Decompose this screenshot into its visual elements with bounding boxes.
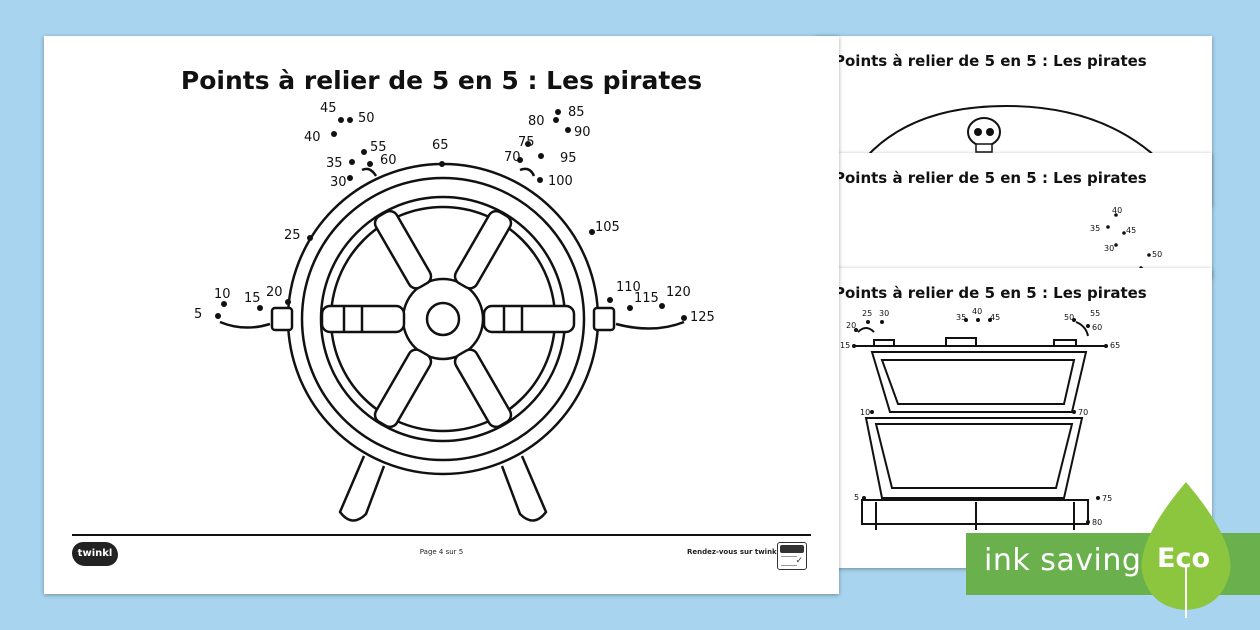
dot-number: 10 (860, 408, 870, 417)
dot-number: 75 (518, 135, 535, 150)
preview-page-title: Points à relier de 5 en 5 : Les pirates (834, 52, 1147, 70)
dot-number: 115 (634, 291, 659, 306)
dot-number: 40 (972, 307, 982, 316)
dot-number: 25 (862, 309, 872, 318)
footer-divider (72, 534, 811, 536)
preview-page-chest: Points à relier de 5 en 5 : Les pirates (816, 268, 1212, 568)
dot-number: 65 (1110, 341, 1120, 350)
dot (1147, 253, 1151, 257)
dot-number: 90 (574, 125, 591, 140)
dot-number: 65 (432, 138, 449, 153)
preview-page-title: Points à relier de 5 en 5 : Les pirates (834, 284, 1147, 302)
dot-number: 95 (560, 151, 577, 166)
dot-number: 5 (194, 307, 202, 322)
dot-number: 40 (1112, 206, 1122, 215)
dot-number: 105 (595, 220, 620, 235)
website-link[interactable]: Rendez-vous sur twinkl.fr (687, 548, 789, 556)
ship-wheel-artwork: 5 10 15 20 25 30 35 40 45 50 55 60 65 70… (194, 101, 715, 522)
main-worksheet-page: Points à relier de 5 en 5 : Les pirates (44, 36, 839, 594)
dot (1114, 243, 1118, 247)
quality-check-badge-icon: ✓ (777, 542, 807, 570)
dot (1114, 213, 1118, 217)
page-number: Page 4 sur 5 (419, 548, 464, 556)
preview-page-ship: Points à relier de 5 en 5 : Les pirates … (816, 153, 1212, 278)
dot-number: 25 (284, 228, 301, 243)
dot-number: 45 (1126, 226, 1136, 235)
dot-number: 120 (666, 285, 691, 300)
dot (1122, 231, 1126, 235)
dot-number: 15 (244, 291, 261, 306)
dot-number: 35 (956, 313, 966, 322)
eco-label: Eco (1157, 543, 1210, 574)
dot-number: 85 (568, 105, 585, 120)
dot-number: 50 (1152, 250, 1162, 259)
dot-number: 70 (504, 150, 521, 165)
dot-number: 60 (1092, 323, 1102, 332)
dot-number: 20 (846, 321, 856, 330)
dot-number: 45 (320, 101, 337, 116)
dot-number: 50 (1064, 313, 1074, 322)
page-title: Points à relier de 5 en 5 : Les pirates (180, 66, 703, 95)
dot-number: 10 (214, 287, 231, 302)
preview-page-title: Points à relier de 5 en 5 : Les pirates (834, 169, 1147, 187)
dot-number: 35 (326, 156, 343, 171)
dot-number: 125 (690, 310, 715, 325)
dot-number: 45 (990, 313, 1000, 322)
ship-dots-artwork: 40 35 45 30 50 25 (943, 206, 1162, 277)
dot-number: 30 (879, 309, 889, 318)
dot-number: 60 (380, 153, 397, 168)
dot-number: 30 (330, 175, 347, 190)
dot-number: 100 (548, 174, 573, 189)
twinkl-logo: twinkl (72, 542, 118, 566)
dot-number: 55 (370, 140, 387, 155)
dots (215, 109, 687, 321)
dot-number: 5 (854, 493, 859, 502)
ink-saving-text: ink saving (984, 543, 1142, 578)
skull-icon (967, 117, 1001, 153)
dot-number: 20 (266, 285, 283, 300)
eco-leaf-icon (1141, 482, 1231, 618)
dot-number: 35 (1090, 224, 1100, 233)
dot-number: 80 (528, 114, 545, 129)
treasure-chest-artwork: 20 25 30 15 35 40 45 50 55 60 65 10 70 5… (840, 307, 1120, 530)
dot-number: 80 (1092, 518, 1102, 527)
dot-number: 50 (358, 111, 375, 126)
dot-number: 70 (1078, 408, 1088, 417)
dot-number: 110 (616, 280, 641, 295)
dot-number: 40 (304, 130, 321, 145)
dot-number: 30 (1104, 244, 1114, 253)
dot-number: 75 (1102, 494, 1112, 503)
dot (1106, 225, 1110, 229)
dot-number: 55 (1090, 309, 1100, 318)
dot-number: 15 (840, 341, 850, 350)
